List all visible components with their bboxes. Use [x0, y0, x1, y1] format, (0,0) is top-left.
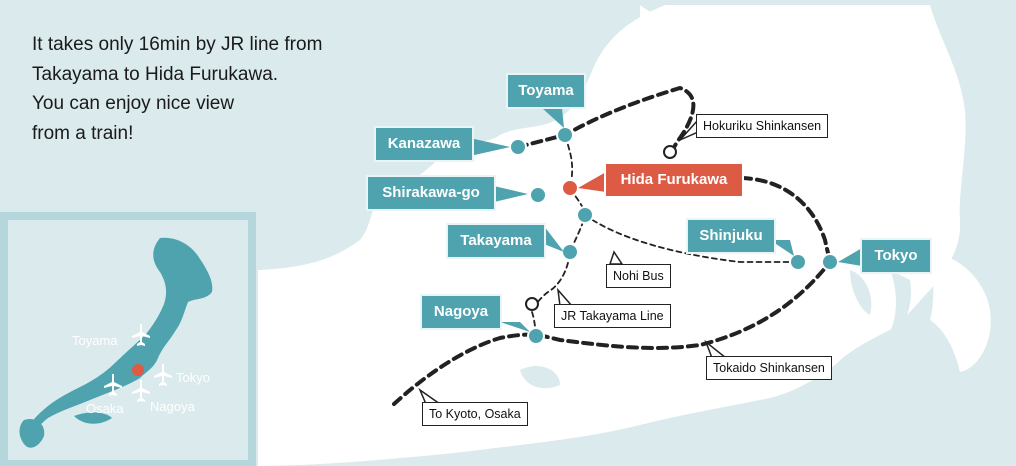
- toyama-dot[interactable]: [556, 126, 574, 144]
- hida-furukawa-pointer: [578, 172, 606, 192]
- inset-planes: [104, 324, 172, 402]
- inset-kyushu: [19, 418, 45, 448]
- nagoya-pointer: [500, 322, 530, 332]
- toyama-pointer: [542, 108, 564, 128]
- kanazawa-label[interactable]: Kanazawa: [374, 126, 474, 162]
- inset-inner: [8, 220, 248, 460]
- intro-line: from a train!: [32, 122, 134, 144]
- plane-icon: [154, 364, 172, 386]
- kanazawa-dot[interactable]: [509, 138, 527, 156]
- hokuriku-shinkansen-tag: Hokuriku Shinkansen: [696, 114, 829, 138]
- nohi-bus-route: [584, 214, 799, 263]
- plane-icon: [132, 324, 150, 346]
- takayama-label[interactable]: Takayama: [446, 223, 546, 259]
- intro-text: It takes only 16min by JR line from Taka…: [32, 30, 322, 148]
- jr-takayama-marker: [525, 297, 539, 311]
- nagoya-dot[interactable]: [527, 327, 545, 345]
- inset-shikoku: [74, 412, 112, 424]
- inset-tokyo-label: Tokyo: [176, 370, 210, 385]
- tokyo-bay: [850, 270, 872, 315]
- tokyo-label[interactable]: Tokyo: [860, 238, 932, 274]
- inset-toyama-label: Toyama: [72, 333, 118, 348]
- hokuriku-shinkansen-east: [740, 176, 832, 264]
- to-kyoto-osaka-tag: To Kyoto, Osaka: [422, 402, 528, 426]
- takayama-south-dot: [561, 243, 579, 261]
- shinjuku-pointer: [770, 240, 794, 256]
- ise-bay: [520, 365, 560, 389]
- stations: [509, 126, 839, 345]
- hokuriku-marker: [663, 145, 677, 159]
- toyama-label[interactable]: Toyama: [506, 73, 586, 109]
- inset-osaka-label: Osaka: [86, 401, 124, 416]
- inset-hida-furukawa-dot: [132, 364, 144, 376]
- kanazawa-pointer: [470, 138, 510, 156]
- shinjuku-dot[interactable]: [789, 253, 807, 271]
- inset-japan: [23, 237, 213, 443]
- intro-line: Takayama to Hida Furukawa.: [32, 63, 279, 85]
- tokyo-pointer: [838, 248, 862, 266]
- boso-peninsula: [925, 250, 991, 372]
- tokaido-shinkansen-tag: Tokaido Shinkansen: [706, 356, 832, 380]
- inset-nagoya-label: Nagoya: [150, 399, 195, 414]
- tokaido-shinkansen-route: [392, 260, 832, 406]
- takayama-dot[interactable]: [576, 206, 594, 224]
- hida-furukawa-dot[interactable]: [561, 179, 579, 197]
- intro-line: You can enjoy nice view: [32, 93, 235, 114]
- hokuriku-shinkansen-route: [516, 85, 696, 157]
- shirakawago-dot[interactable]: [529, 186, 547, 204]
- island-shape: [640, 5, 700, 47]
- plane-icon: [132, 380, 150, 402]
- kanto-coast: [880, 270, 911, 345]
- nohi-bus-tag: Nohi Bus: [606, 264, 671, 288]
- nagoya-label[interactable]: Nagoya: [420, 294, 502, 330]
- takayama-pointer: [544, 226, 564, 252]
- jr-takayama-line-tag: JR Takayama Line: [554, 304, 671, 328]
- honshu-landmass: [258, 5, 966, 466]
- shinjuku-label[interactable]: Shinjuku: [686, 218, 776, 254]
- intro-line: It takes only 16min by JR line from: [32, 34, 323, 55]
- shirakawago-pointer: [494, 186, 528, 202]
- shirakawago-label[interactable]: Shirakawa-go: [366, 175, 496, 211]
- noto-bay: [470, 100, 520, 140]
- plane-icon: [104, 374, 122, 396]
- tokyo-dot[interactable]: [821, 253, 839, 271]
- hida-furukawa-label[interactable]: Hida Furukawa: [604, 162, 744, 198]
